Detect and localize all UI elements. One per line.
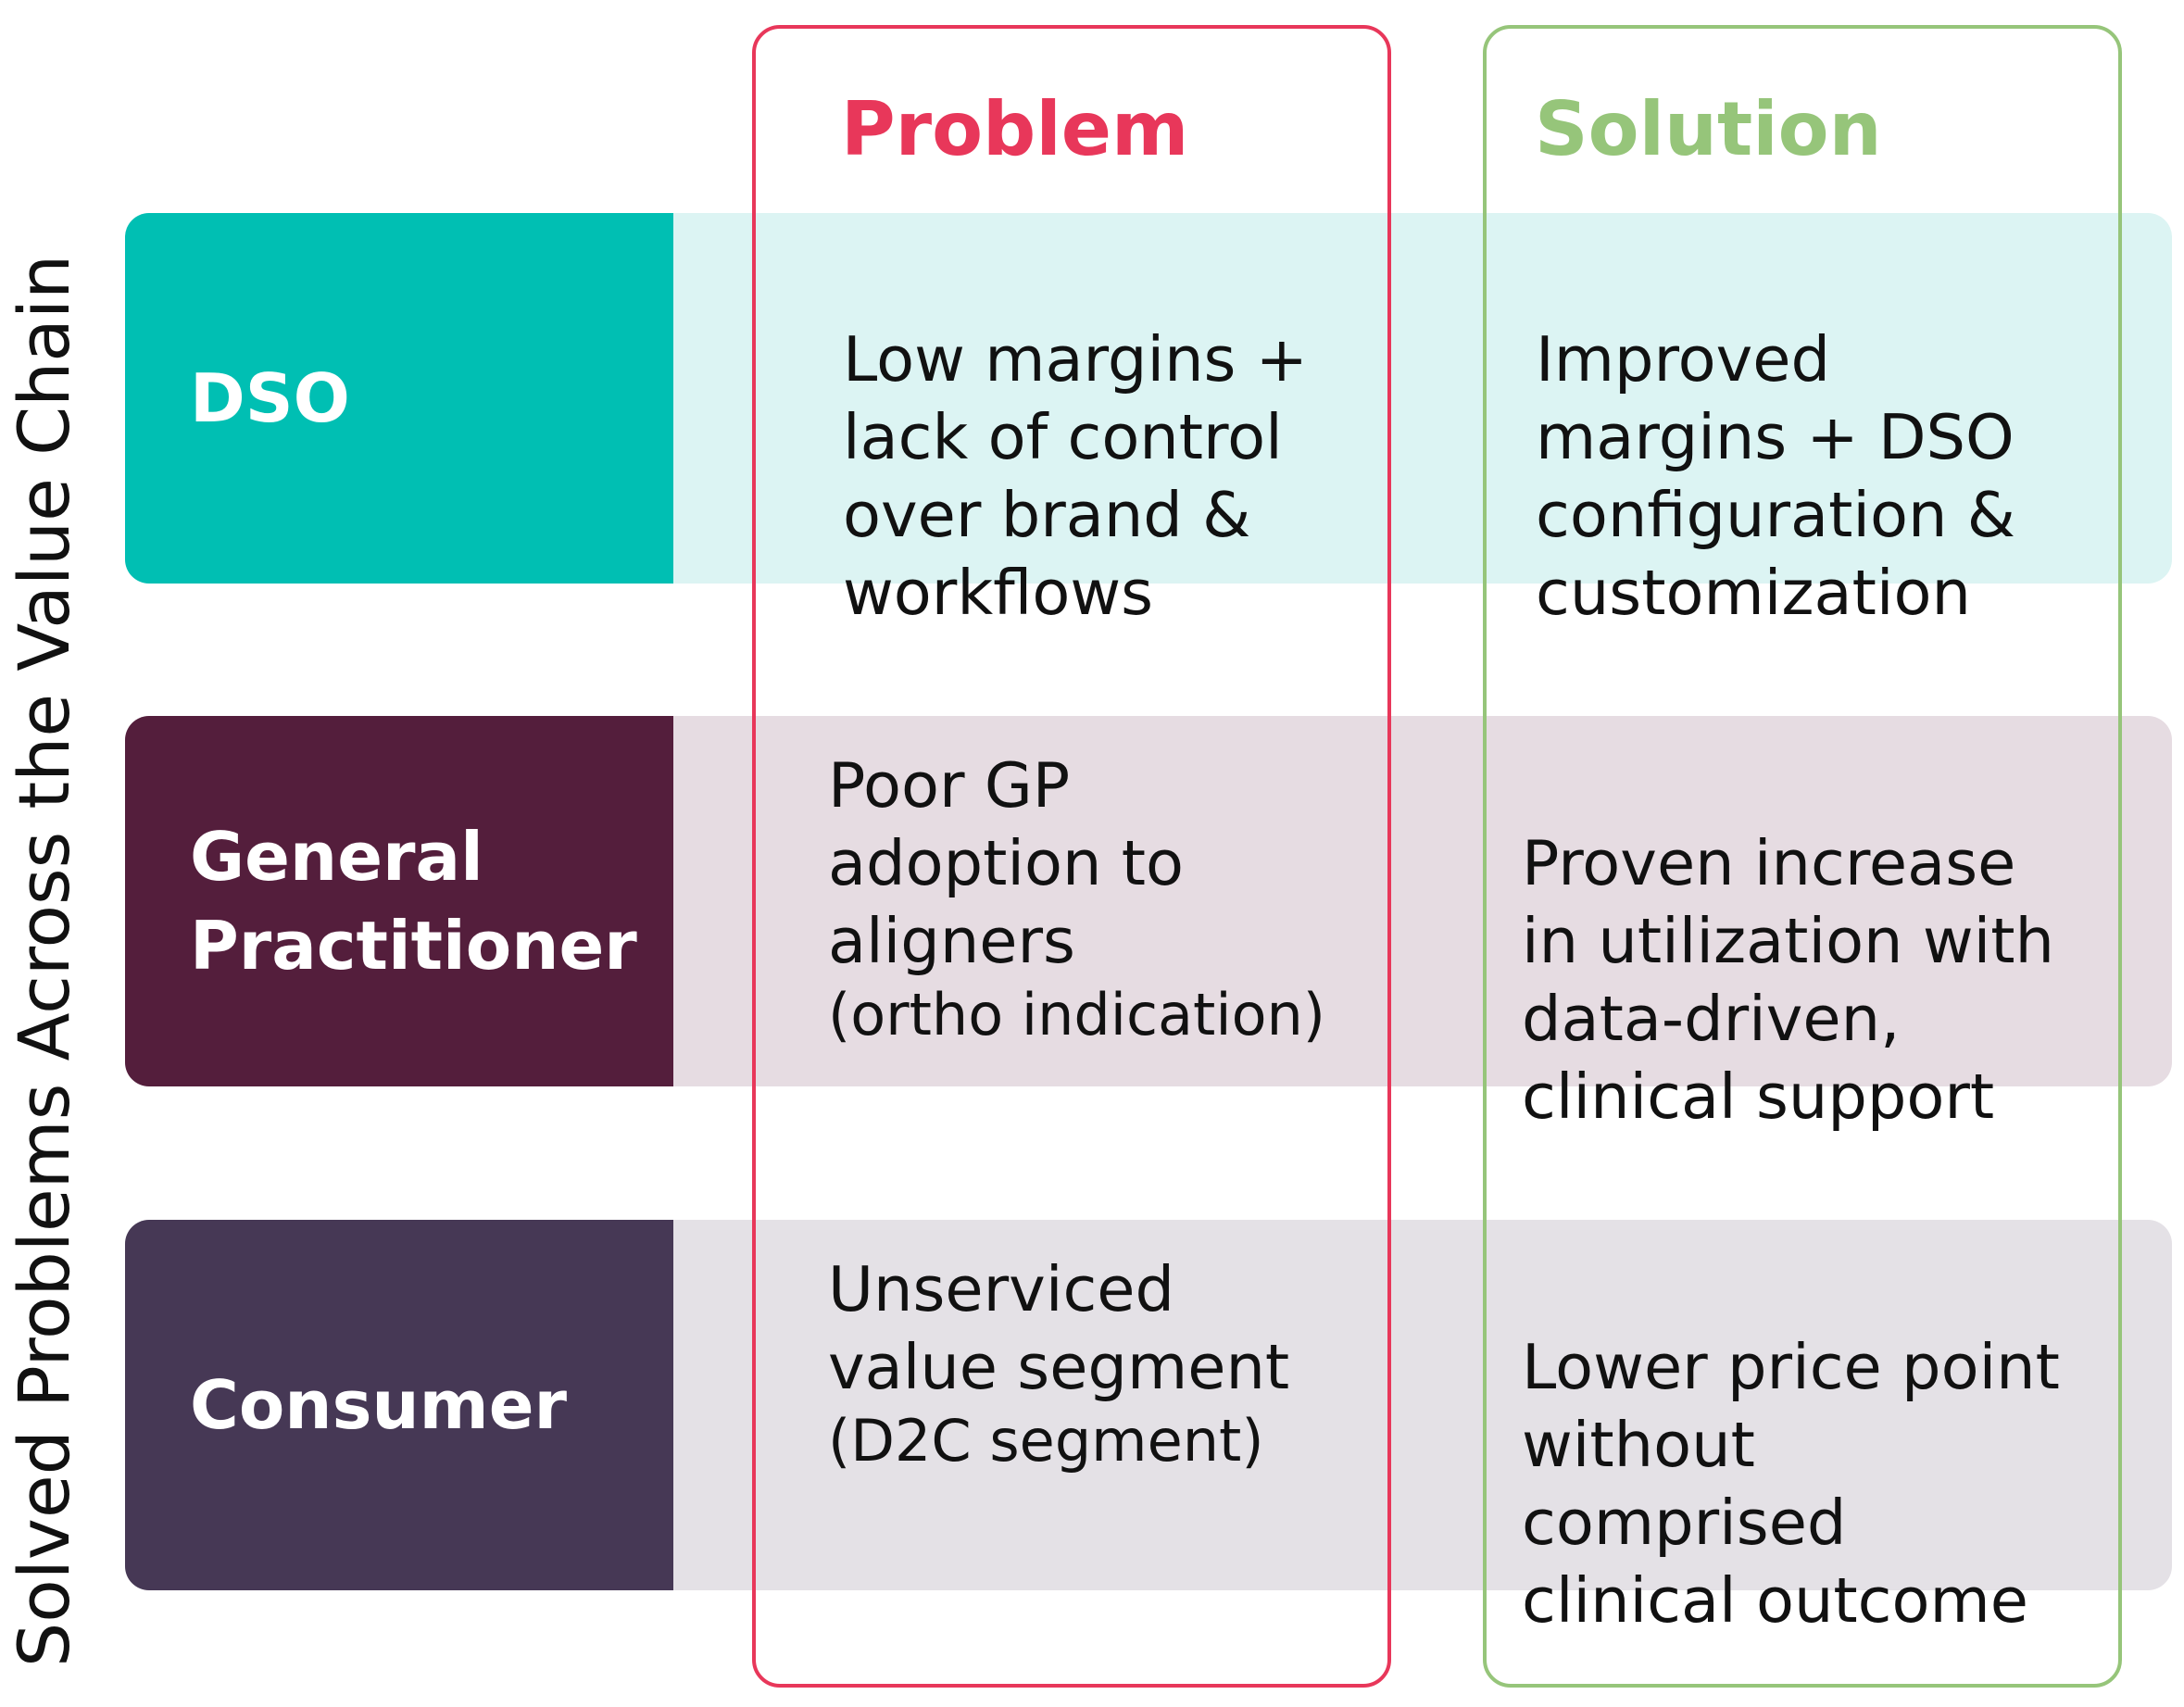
problem-text: Low margins + lack of control over brand…: [843, 323, 1308, 629]
row-label-text: DSO: [190, 359, 350, 437]
problem-text: Poor GP adoption to aligners: [828, 749, 1185, 977]
problem-column-frame: [752, 25, 1391, 1688]
problem-cell-consumer: Unserviced value segment (D2C segment): [828, 1250, 1289, 1476]
row-consumer: Consumer: [125, 1220, 2172, 1590]
solution-text: Lower price point without comprised clin…: [1522, 1331, 2060, 1637]
row-label-text: Consumer: [190, 1366, 568, 1444]
solution-column-frame: [1483, 25, 2122, 1688]
problem-cell-general-practitioner: Poor GP adoption to aligners (ortho indi…: [828, 747, 1325, 1050]
solution-cell-consumer: Lower price point without comprised clin…: [1522, 1250, 2060, 1639]
row-label-consumer: Consumer: [125, 1220, 673, 1590]
problem-note: (ortho indication): [828, 981, 1325, 1048]
problem-cell-dso: Low margins + lack of control over brand…: [843, 243, 1308, 632]
problem-note: (D2C segment): [828, 1407, 1264, 1475]
solution-column-header: Solution: [1535, 86, 1882, 172]
row-general-practitioner: General Practitioner: [125, 716, 2172, 1086]
row-label-general-practitioner: General Practitioner: [125, 716, 673, 1086]
problem-text: Unserviced value segment: [828, 1253, 1290, 1403]
solution-text: Improved margins + DSO configuration & c…: [1536, 323, 2015, 629]
row-label-text: General Practitioner: [190, 818, 637, 985]
solution-text: Proven increase in utilization with data…: [1522, 827, 2054, 1133]
row-label-dso: DSO: [125, 213, 673, 584]
problem-column-header: Problem: [841, 86, 1189, 172]
solution-cell-dso: Improved margins + DSO configuration & c…: [1536, 243, 2015, 632]
row-dso: DSO: [125, 213, 2172, 584]
solution-cell-general-practitioner: Proven increase in utilization with data…: [1522, 747, 2054, 1136]
side-title: Solved Problems Across the Value Chain: [3, 254, 85, 1667]
